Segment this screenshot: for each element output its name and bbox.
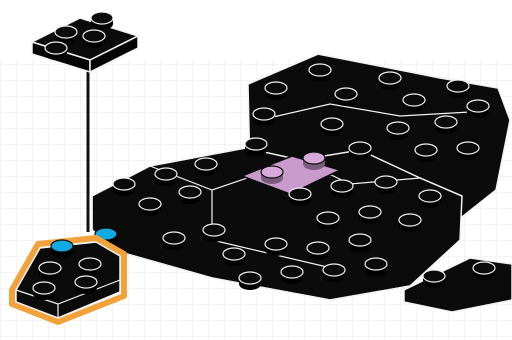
pink-stud bbox=[260, 165, 284, 185]
orange-outline bbox=[9, 235, 127, 325]
floating-plate-2x1 bbox=[29, 11, 141, 74]
pink-stud bbox=[302, 151, 326, 171]
main-assembly bbox=[91, 53, 512, 313]
highlighted-plate bbox=[9, 235, 127, 325]
blue-stud bbox=[50, 239, 74, 259]
